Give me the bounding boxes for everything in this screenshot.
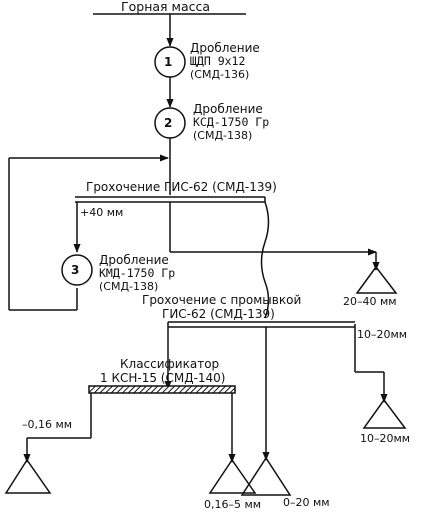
crusher-1-node <box>154 46 186 78</box>
crusher-2-number: 2 <box>164 116 173 130</box>
product-10-20-side-label: 10–20мм <box>357 328 408 341</box>
product-0-20-pile <box>240 456 292 496</box>
crusher-1-number: 1 <box>164 55 173 69</box>
crusher-3-model: КМД-1750 Гр <box>99 266 176 280</box>
screen-1-label: Грохочение ГИС-62 (СМД-139) <box>86 180 277 194</box>
crusher-1-code: (СМД-136) <box>190 68 250 81</box>
product-0-20-label: 0–20 мм <box>283 496 330 509</box>
classifier-title: Классификатор <box>120 357 220 371</box>
crusher-3-code: (СМД-138) <box>99 280 159 293</box>
crusher-2-node <box>154 107 186 139</box>
product-10-20-pile <box>362 398 407 429</box>
fraction-016-label: –0,16 мм <box>22 418 73 431</box>
crusher-2-code: (СМД-138) <box>193 129 253 142</box>
crusher-1-model: ЩДП 9х12 <box>190 54 246 68</box>
crusher-3-node <box>61 254 93 286</box>
screen1-to-screen2 <box>260 201 270 319</box>
screen-2-title: Грохочение с промывкой <box>142 293 302 307</box>
crusher-3-number: 3 <box>71 263 80 277</box>
oversize-label: +40 мм <box>80 206 124 219</box>
crusher-2-model: КСД-1750 Гр <box>193 115 270 129</box>
product-10-20-bottom-label: 10–20мм <box>360 432 411 445</box>
feed-label: Горная масса <box>121 0 211 14</box>
classifier-bar <box>88 385 236 394</box>
product-20-40-pile <box>355 265 398 294</box>
product-016-pile <box>4 458 52 494</box>
crusher-3-title: Дробление <box>99 253 169 267</box>
crusher-1-title: Дробление <box>190 41 260 55</box>
screen-2-model: ГИС-62 (СМД-139) <box>162 307 275 321</box>
product-20-40-label: 20–40 мм <box>343 295 397 308</box>
product-016-5-label: 0,16–5 мм <box>204 498 262 511</box>
classifier-model: 1 КСН-15 (СМД-140) <box>100 371 226 385</box>
product-016-5-pile <box>208 458 257 494</box>
crusher-2-title: Дробление <box>193 102 263 116</box>
